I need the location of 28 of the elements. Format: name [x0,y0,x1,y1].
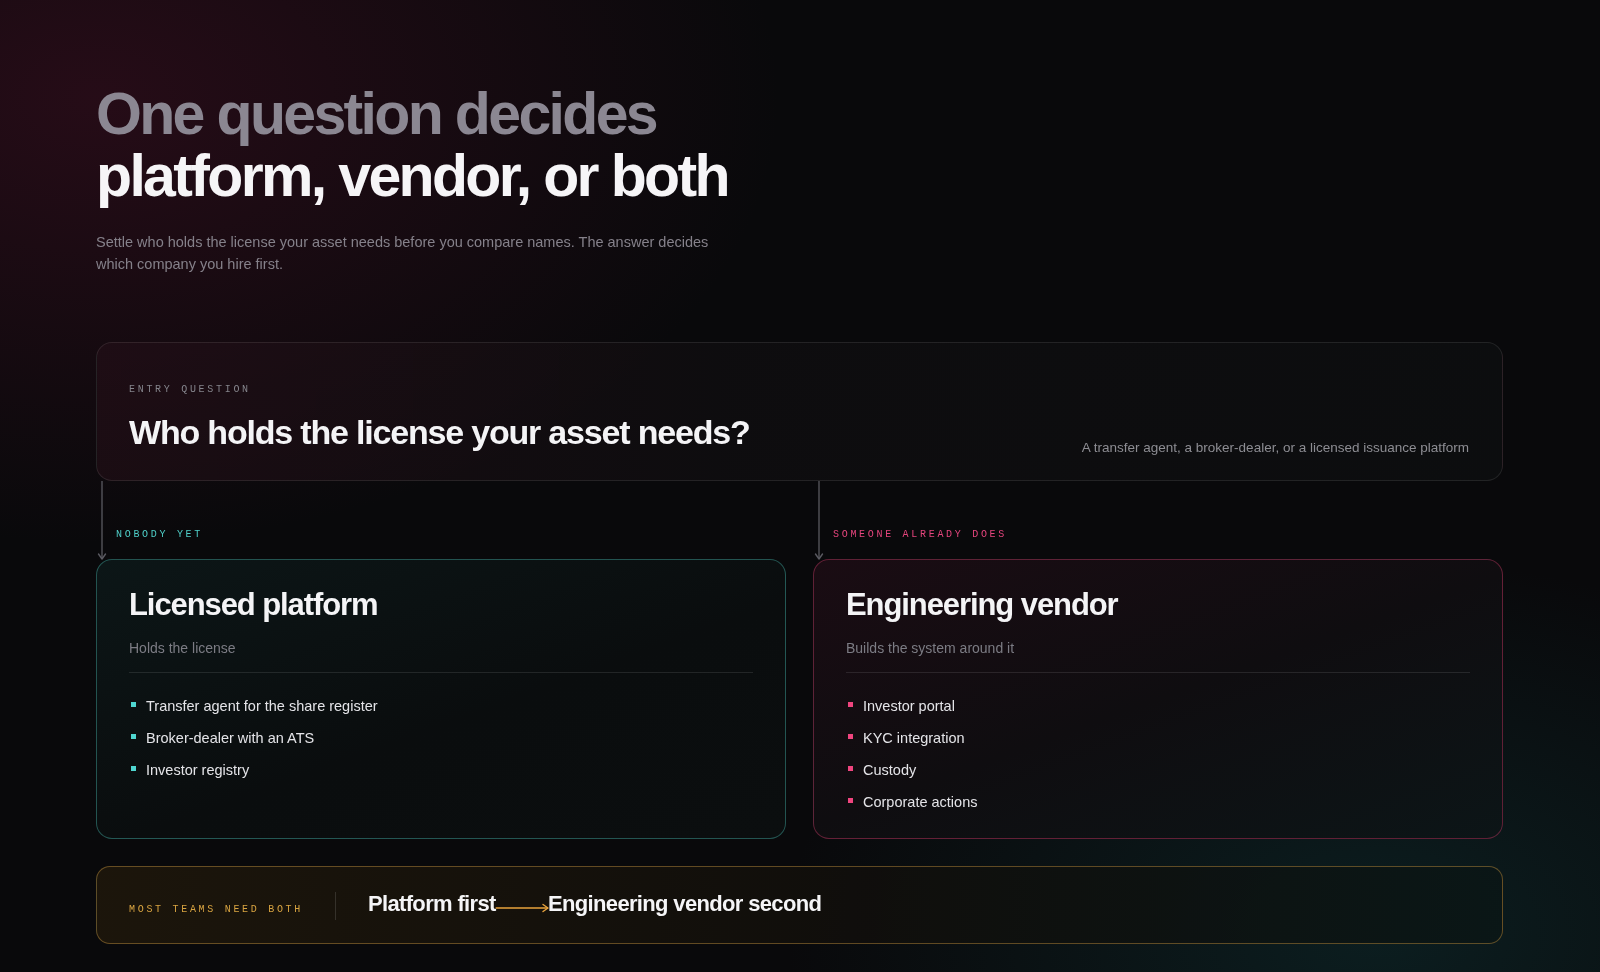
eyebrow-label: ENTRY QUESTION [129,384,251,396]
list-item: Broker-dealer with an ATS [146,729,315,748]
list-item: Transfer agent for the share register [146,697,378,716]
arrow [97,480,107,560]
list-item: Investor portal [863,697,955,716]
arrow [814,480,824,560]
card-title: Licensed platform [129,586,378,624]
card-subtitle: Holds the license [129,639,236,657]
list-item: Investor registry [146,761,250,780]
step-text: Engineering vendor second [548,890,822,918]
question-panel [96,342,1503,481]
card-subtitle: Builds the system around it [846,639,1015,657]
edge-label: SOMEONE ALREADY DOES [833,529,1008,541]
hint-text: A transfer agent, a broker-dealer, or a licensed issuance platform [1081,439,1469,457]
intro-text: Settle who holds the license your asset needs before you compare names. The answer decides which company you hire first. [96,233,710,274]
step-text: Platform first [368,890,496,918]
list-item: KYC integration [863,729,965,748]
card-title: Engineering vendor [846,586,1118,624]
list-item: Custody [863,761,917,780]
question-heading: Who holds the license your asset needs? [129,412,750,452]
eyebrow-label: MOST TEAMS NEED BOTH [129,904,304,916]
arrow [495,903,549,913]
list-item: Corporate actions [863,793,978,812]
option-card [96,559,786,839]
edge-label: NOBODY YET [116,529,203,541]
option-card [813,559,1503,839]
summary-panel [96,866,1503,944]
page-title: One question decides platform, vendor, or both [96,83,729,207]
